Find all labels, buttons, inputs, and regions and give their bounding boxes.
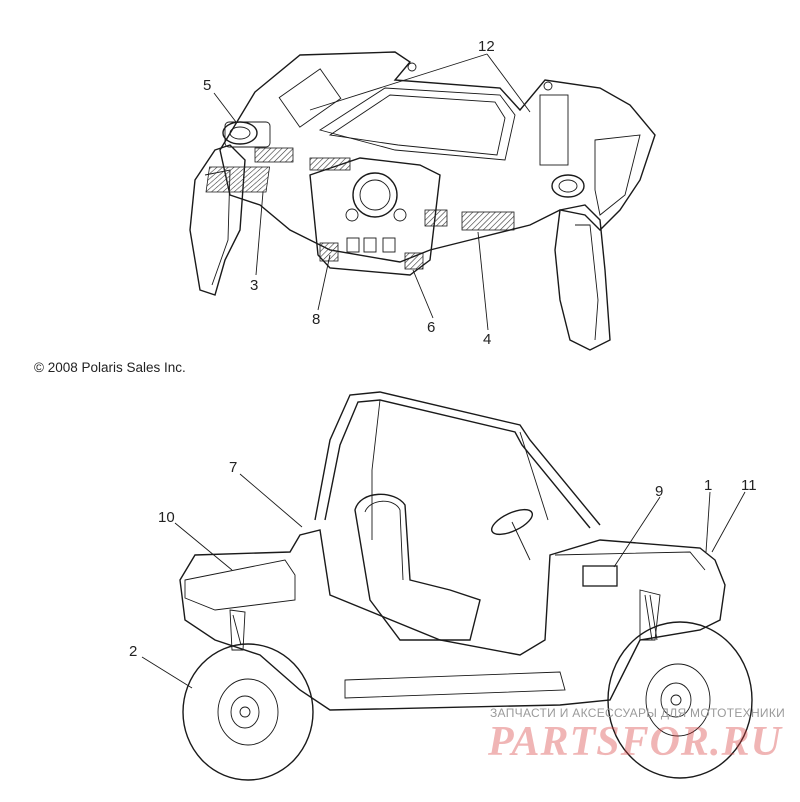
- vehicle-side-view: [179, 391, 753, 781]
- leader-lines: [141, 53, 746, 689]
- callout-1: 1: [704, 477, 712, 494]
- callout-3: 3: [250, 277, 258, 294]
- watermark-subtitle: ЗАПЧАСТИ И АКСЕССУАРЫ ДЛЯ МОТОТЕХНИКИ: [490, 706, 786, 720]
- callout-8: 8: [312, 311, 320, 328]
- callout-6: 6: [427, 319, 435, 336]
- callout-7: 7: [229, 459, 237, 476]
- dashboard-assembly: [189, 51, 656, 351]
- callout-4: 4: [483, 331, 491, 348]
- callout-12: 12: [478, 38, 495, 55]
- copyright-notice: © 2008 Polaris Sales Inc.: [34, 360, 186, 375]
- callout-5: 5: [203, 77, 211, 94]
- callout-10: 10: [158, 509, 175, 526]
- callout-labels: 12 5 3 8 6 4 7 10 2 9 1 11: [129, 38, 757, 660]
- callout-2: 2: [129, 643, 137, 660]
- callout-11: 11: [741, 477, 757, 494]
- callout-9: 9: [655, 483, 663, 500]
- watermark-brand: PARTSFOR.RU: [488, 719, 782, 765]
